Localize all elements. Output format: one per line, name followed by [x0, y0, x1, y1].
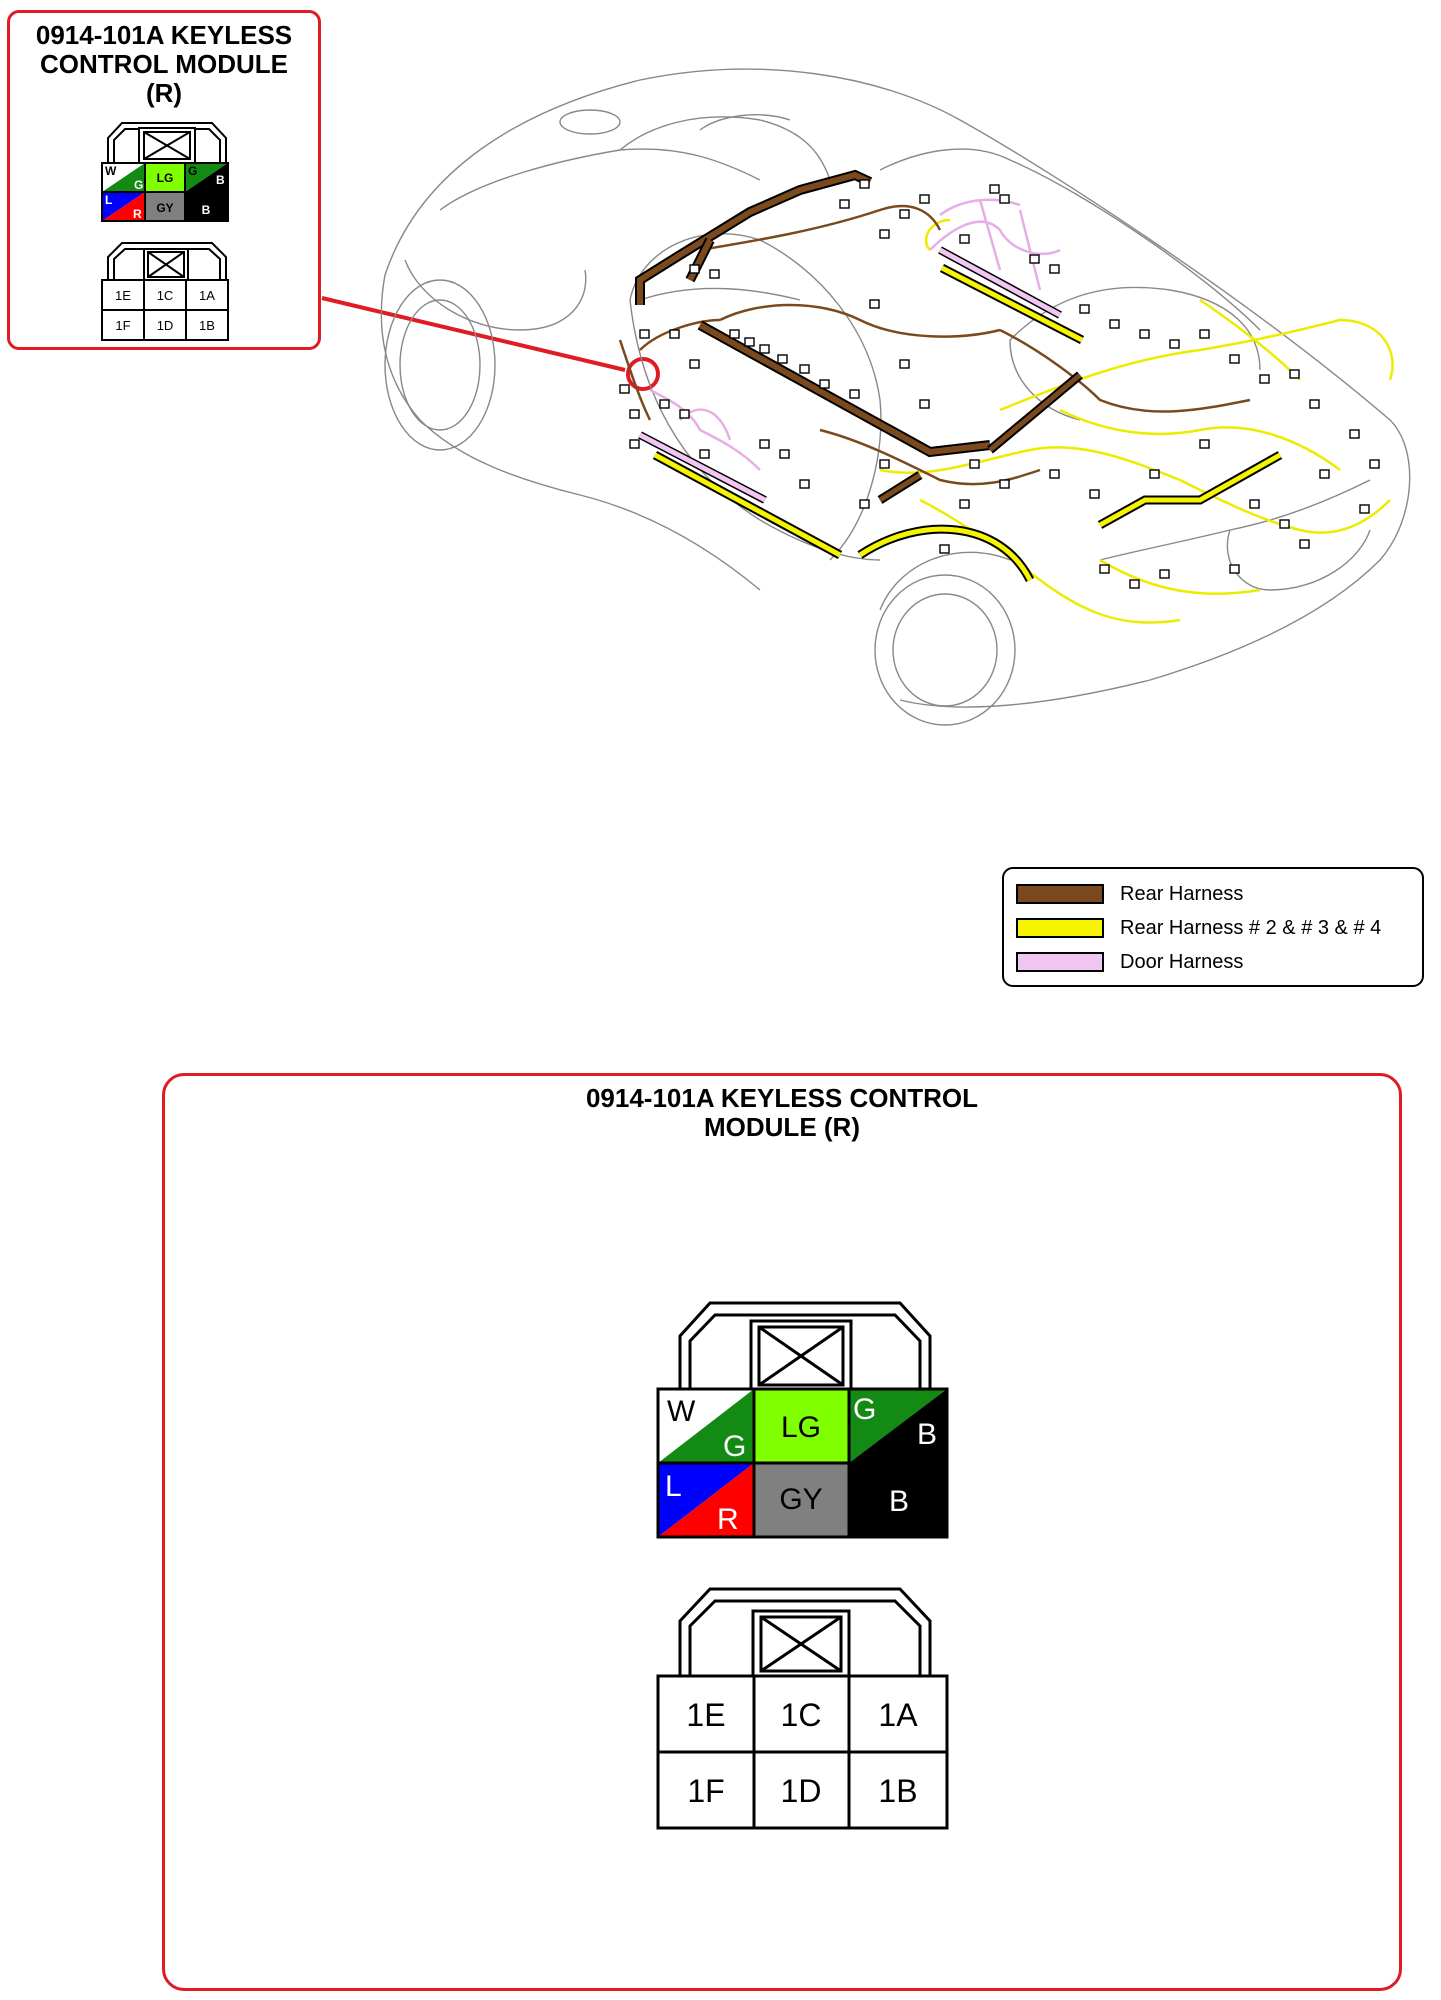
wire-label-g2: G — [853, 1393, 876, 1426]
wire-label-g: G — [723, 1430, 746, 1463]
small-pin-1d: 1D — [157, 318, 174, 333]
callout-title-line-2: CONTROL MODULE — [40, 49, 288, 79]
small-pin-1f: 1F — [115, 318, 130, 333]
legend-label: Rear Harness — [1120, 882, 1244, 905]
small-wire-g: G — [134, 178, 143, 192]
small-wire-lg: LG — [157, 171, 174, 185]
legend-label: Rear Harness # 2 & # 3 & # 4 — [1120, 916, 1382, 939]
pin-1f: 1F — [687, 1773, 724, 1809]
pin-1e: 1E — [686, 1697, 725, 1733]
large-pin-connector: 1E 1C 1A 1F 1D 1B — [656, 1587, 949, 1830]
legend-item-rear-harness-2-3-4: Rear Harness # 2 & # 3 & # 4 — [1016, 913, 1381, 943]
connector-detail-box: 0914-101A KEYLESS CONTROL MODULE (R) W G… — [162, 1073, 1402, 1991]
brown-harness-wires — [618, 204, 1251, 486]
pin-1c: 1C — [781, 1697, 822, 1733]
small-pin-1c: 1C — [157, 288, 174, 303]
callout-title-line-1: 0914-101A KEYLESS — [35, 20, 293, 50]
callout-title: 0914-101A KEYLESS CONTROL MODULE (R) — [10, 21, 318, 108]
detail-title-line-1: 0914-101A KEYLESS CONTROL — [585, 1083, 979, 1113]
wire-label-b: B — [917, 1418, 937, 1451]
small-wire-w: W — [105, 164, 117, 178]
connector-blocks — [619, 179, 1380, 589]
legend-swatch-pink — [1016, 952, 1104, 972]
small-wire-l: L — [105, 193, 112, 207]
small-pin-connector: 1E 1C 1A 1F 1D 1B — [101, 242, 229, 341]
pin-1a: 1A — [878, 1697, 918, 1733]
wire-label-b2: B — [889, 1485, 909, 1518]
harness-legend: Rear Harness Rear Harness # 2 & # 3 & # … — [1002, 867, 1424, 987]
wire-label-gy: GY — [779, 1483, 822, 1516]
legend-swatch-brown — [1016, 884, 1104, 904]
legend-item-rear-harness: Rear Harness — [1016, 879, 1243, 909]
legend-label: Door Harness — [1120, 950, 1244, 973]
vehicle-harness-illustration — [321, 68, 1411, 726]
legend-swatch-yellow — [1016, 918, 1104, 938]
small-pin-1e: 1E — [115, 288, 131, 303]
detail-title: 0914-101A KEYLESS CONTROL MODULE (R) — [165, 1084, 1399, 1142]
small-wire-r: R — [133, 207, 142, 221]
pin-1d: 1D — [781, 1773, 822, 1809]
small-pin-1a: 1A — [199, 288, 215, 303]
connector-location-marker — [626, 357, 660, 391]
large-wire-color-connector: W G LG G B L R GY B — [656, 1301, 949, 1539]
wire-label-r: R — [717, 1503, 739, 1536]
small-wire-b: B — [216, 173, 225, 187]
car-body-outline — [380, 68, 1411, 726]
small-wire-gy: GY — [156, 201, 173, 215]
small-wire-b2: B — [202, 203, 211, 217]
door-harness-wires — [649, 198, 1061, 471]
wire-label-lg: LG — [781, 1411, 821, 1444]
callout-title-line-3: (R) — [145, 78, 183, 108]
wire-label-l: L — [665, 1470, 682, 1503]
wire-label-w: W — [667, 1395, 696, 1428]
pin-1b: 1B — [878, 1773, 917, 1809]
small-wire-color-connector: W G LG G B L R GY B — [101, 122, 229, 222]
small-wire-g2: G — [188, 164, 197, 178]
legend-item-door-harness: Door Harness — [1016, 947, 1243, 977]
small-pin-1b: 1B — [199, 318, 215, 333]
detail-title-line-2: MODULE (R) — [704, 1112, 860, 1142]
callout-leader-line — [321, 296, 626, 372]
connector-callout-small: 0914-101A KEYLESS CONTROL MODULE (R) W G — [7, 10, 321, 350]
